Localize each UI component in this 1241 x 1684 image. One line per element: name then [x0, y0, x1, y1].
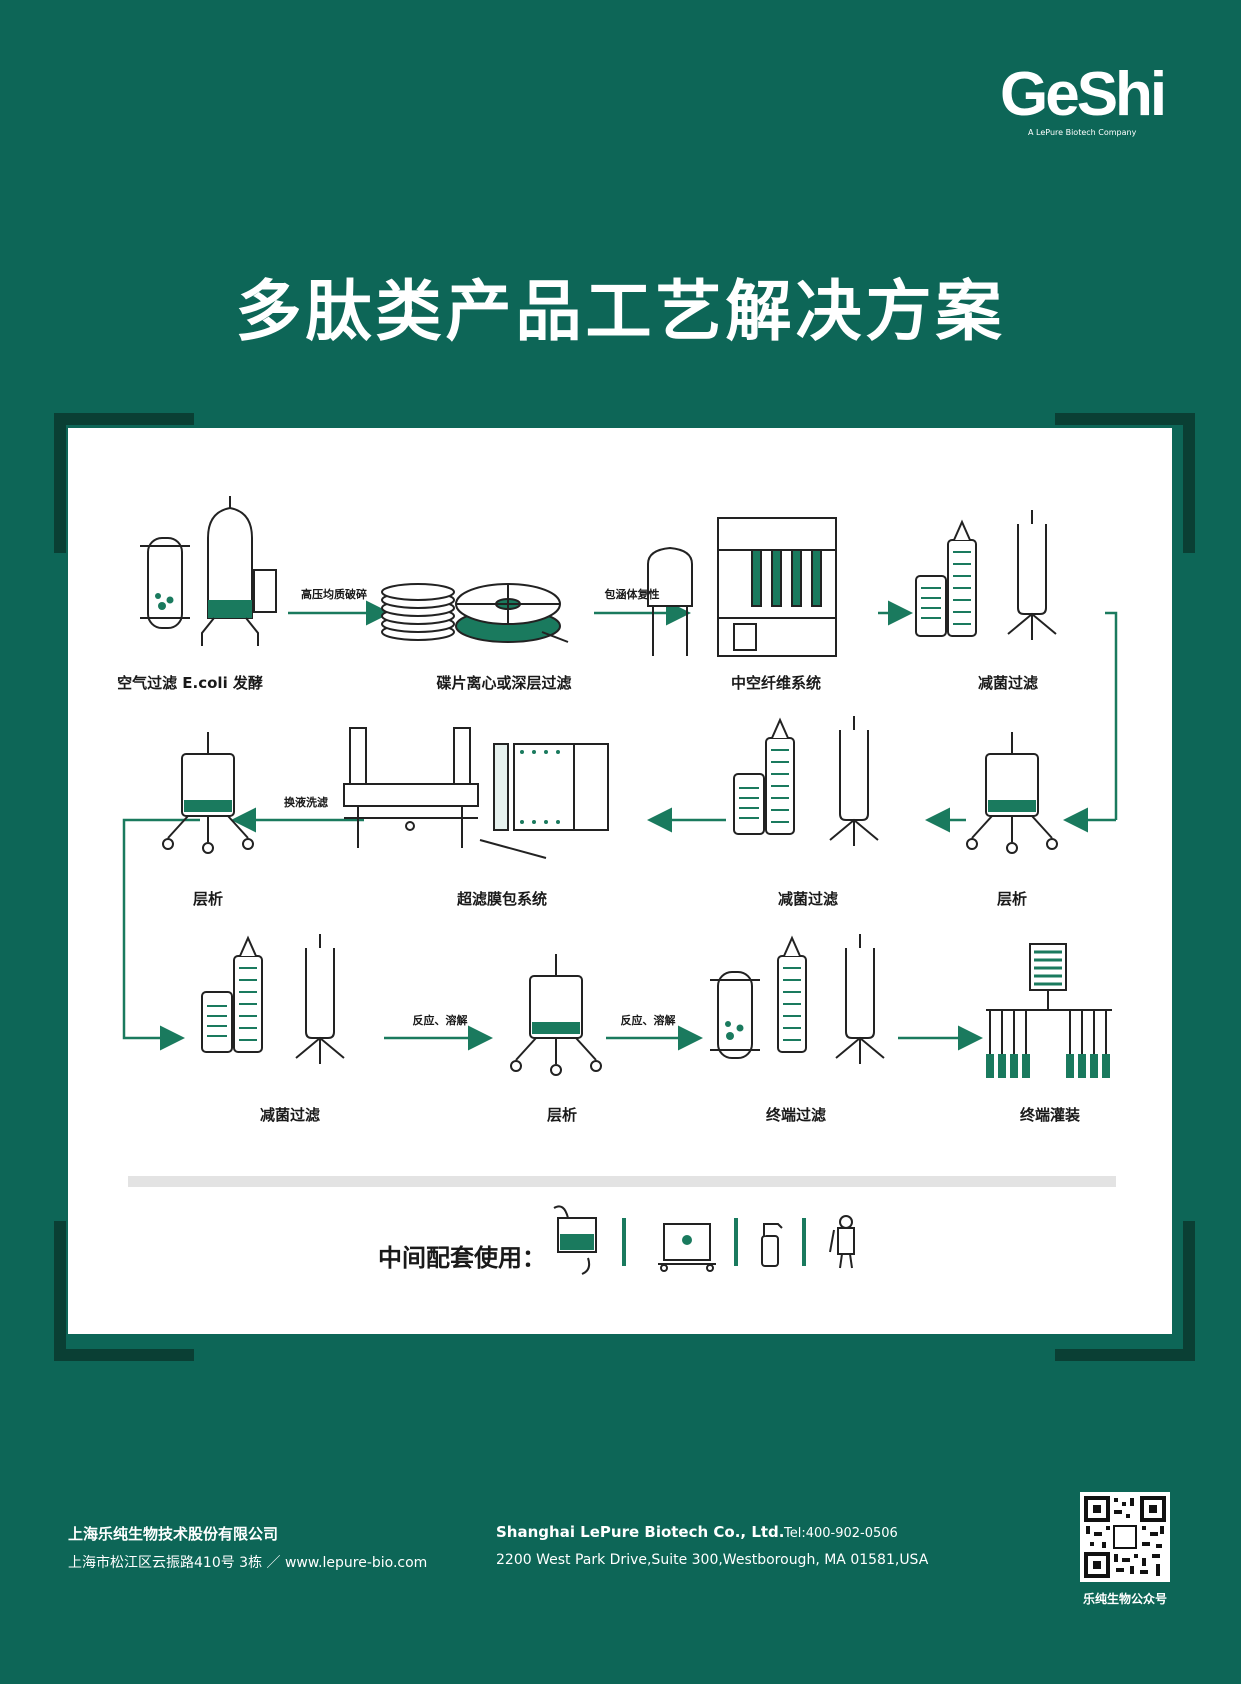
- geshi-logo: GeShi A LePure Biotech Company: [1000, 60, 1180, 140]
- qr-code-pattern: [1084, 1496, 1166, 1578]
- corner-bracket-top-right: [1055, 413, 1195, 553]
- corner-bracket-bottom-right: [1055, 1221, 1195, 1361]
- disc-centrifuge-icon: [381, 583, 569, 643]
- filter-cartridge-icon: [201, 934, 345, 1064]
- step-label-hollow-fiber: 中空纤维系统: [730, 674, 822, 692]
- qr-code: [1080, 1492, 1170, 1582]
- arrow-label-reaction-1: 反应、溶解: [412, 1014, 468, 1027]
- logo-text: GeShi: [1000, 60, 1167, 129]
- process-flow-panel: 空气过滤 E.coli 发酵 碟片离心或深层过滤 中空纤维系统 减菌过滤 层析 …: [68, 428, 1172, 1334]
- step-label-sterile-filtration-1: 减菌过滤: [977, 674, 1039, 692]
- step-label-centrifuge: 碟片离心或深层过滤: [436, 674, 572, 692]
- step-label-sterile-filtration-3: 减菌过滤: [259, 1106, 321, 1124]
- step-label-chromatography-3: 层析: [546, 1106, 578, 1124]
- corner-bracket-bottom-left: [54, 1221, 194, 1361]
- arrow-label-refolding: 包涵体复性: [604, 588, 660, 601]
- chromatography-column-icon: [510, 954, 602, 1076]
- ultrafiltration-cassette-icon: [343, 727, 609, 859]
- spray-bottle-icon: [761, 1223, 783, 1267]
- footer-company-cn: 上海乐纯生物技术股份有限公司: [68, 1525, 279, 1543]
- filter-cartridge-icon: [915, 510, 1057, 640]
- step-label-sterile-filtration-2: 减菌过滤: [777, 890, 839, 908]
- flow-connector-left: [122, 818, 200, 1051]
- corner-bracket-top-left: [54, 413, 194, 553]
- step-label-ultrafiltration: 超滤膜包系统: [456, 890, 548, 908]
- filter-cartridge-icon: [733, 716, 879, 846]
- step-label-final-filtration: 终端过滤: [765, 1106, 827, 1124]
- auxiliary-label: 中间配套使用：: [378, 1244, 546, 1272]
- chromatography-column-icon: [162, 732, 254, 854]
- arrow-label-reaction-2: 反应、溶解: [620, 1014, 676, 1027]
- flow-connector-right: [1105, 611, 1118, 820]
- step-label-filling: 终端灌装: [1019, 1106, 1081, 1124]
- filter-cartridge-icon: [710, 934, 885, 1064]
- arrow-label-homogenization: 高压均质破碎: [301, 588, 367, 601]
- cleanroom-suit-icon: [829, 1215, 855, 1269]
- mixing-cart-icon: [658, 1223, 716, 1272]
- bioprocess-bag-icon: [553, 1205, 597, 1275]
- step-label-fermentation: 空气过滤 E.coli 发酵: [117, 674, 263, 692]
- process-flow-diagram: [122, 496, 1118, 1275]
- hollow-fiber-system-icon: [647, 517, 837, 657]
- qr-label: 乐纯生物公众号: [1083, 1592, 1168, 1606]
- step-label-chromatography-2: 层析: [192, 890, 224, 908]
- footer-company-en: Shanghai LePure Biotech Co., Ltd.: [496, 1523, 785, 1541]
- fermenter-icon: [140, 496, 277, 646]
- step-label-chromatography-1: 层析: [996, 890, 1028, 908]
- footer-address-cn: 上海市松江区云振路410号 3栋 ／ www.lepure-bio.com: [68, 1555, 428, 1571]
- chromatography-column-icon: [966, 732, 1058, 854]
- footer-address-en: 2200 West Park Drive,Suite 300,Westborou…: [496, 1552, 929, 1568]
- filling-manifold-icon: [986, 943, 1112, 1078]
- arrow-label-diafiltration: 换液洗滤: [284, 796, 328, 809]
- footer-tel: Tel:400-902-0506: [784, 1526, 898, 1541]
- page-title: 多肽类产品工艺解决方案: [235, 273, 1006, 350]
- divider-bar: [128, 1176, 1116, 1187]
- logo-subtitle: A LePure Biotech Company: [1028, 128, 1137, 137]
